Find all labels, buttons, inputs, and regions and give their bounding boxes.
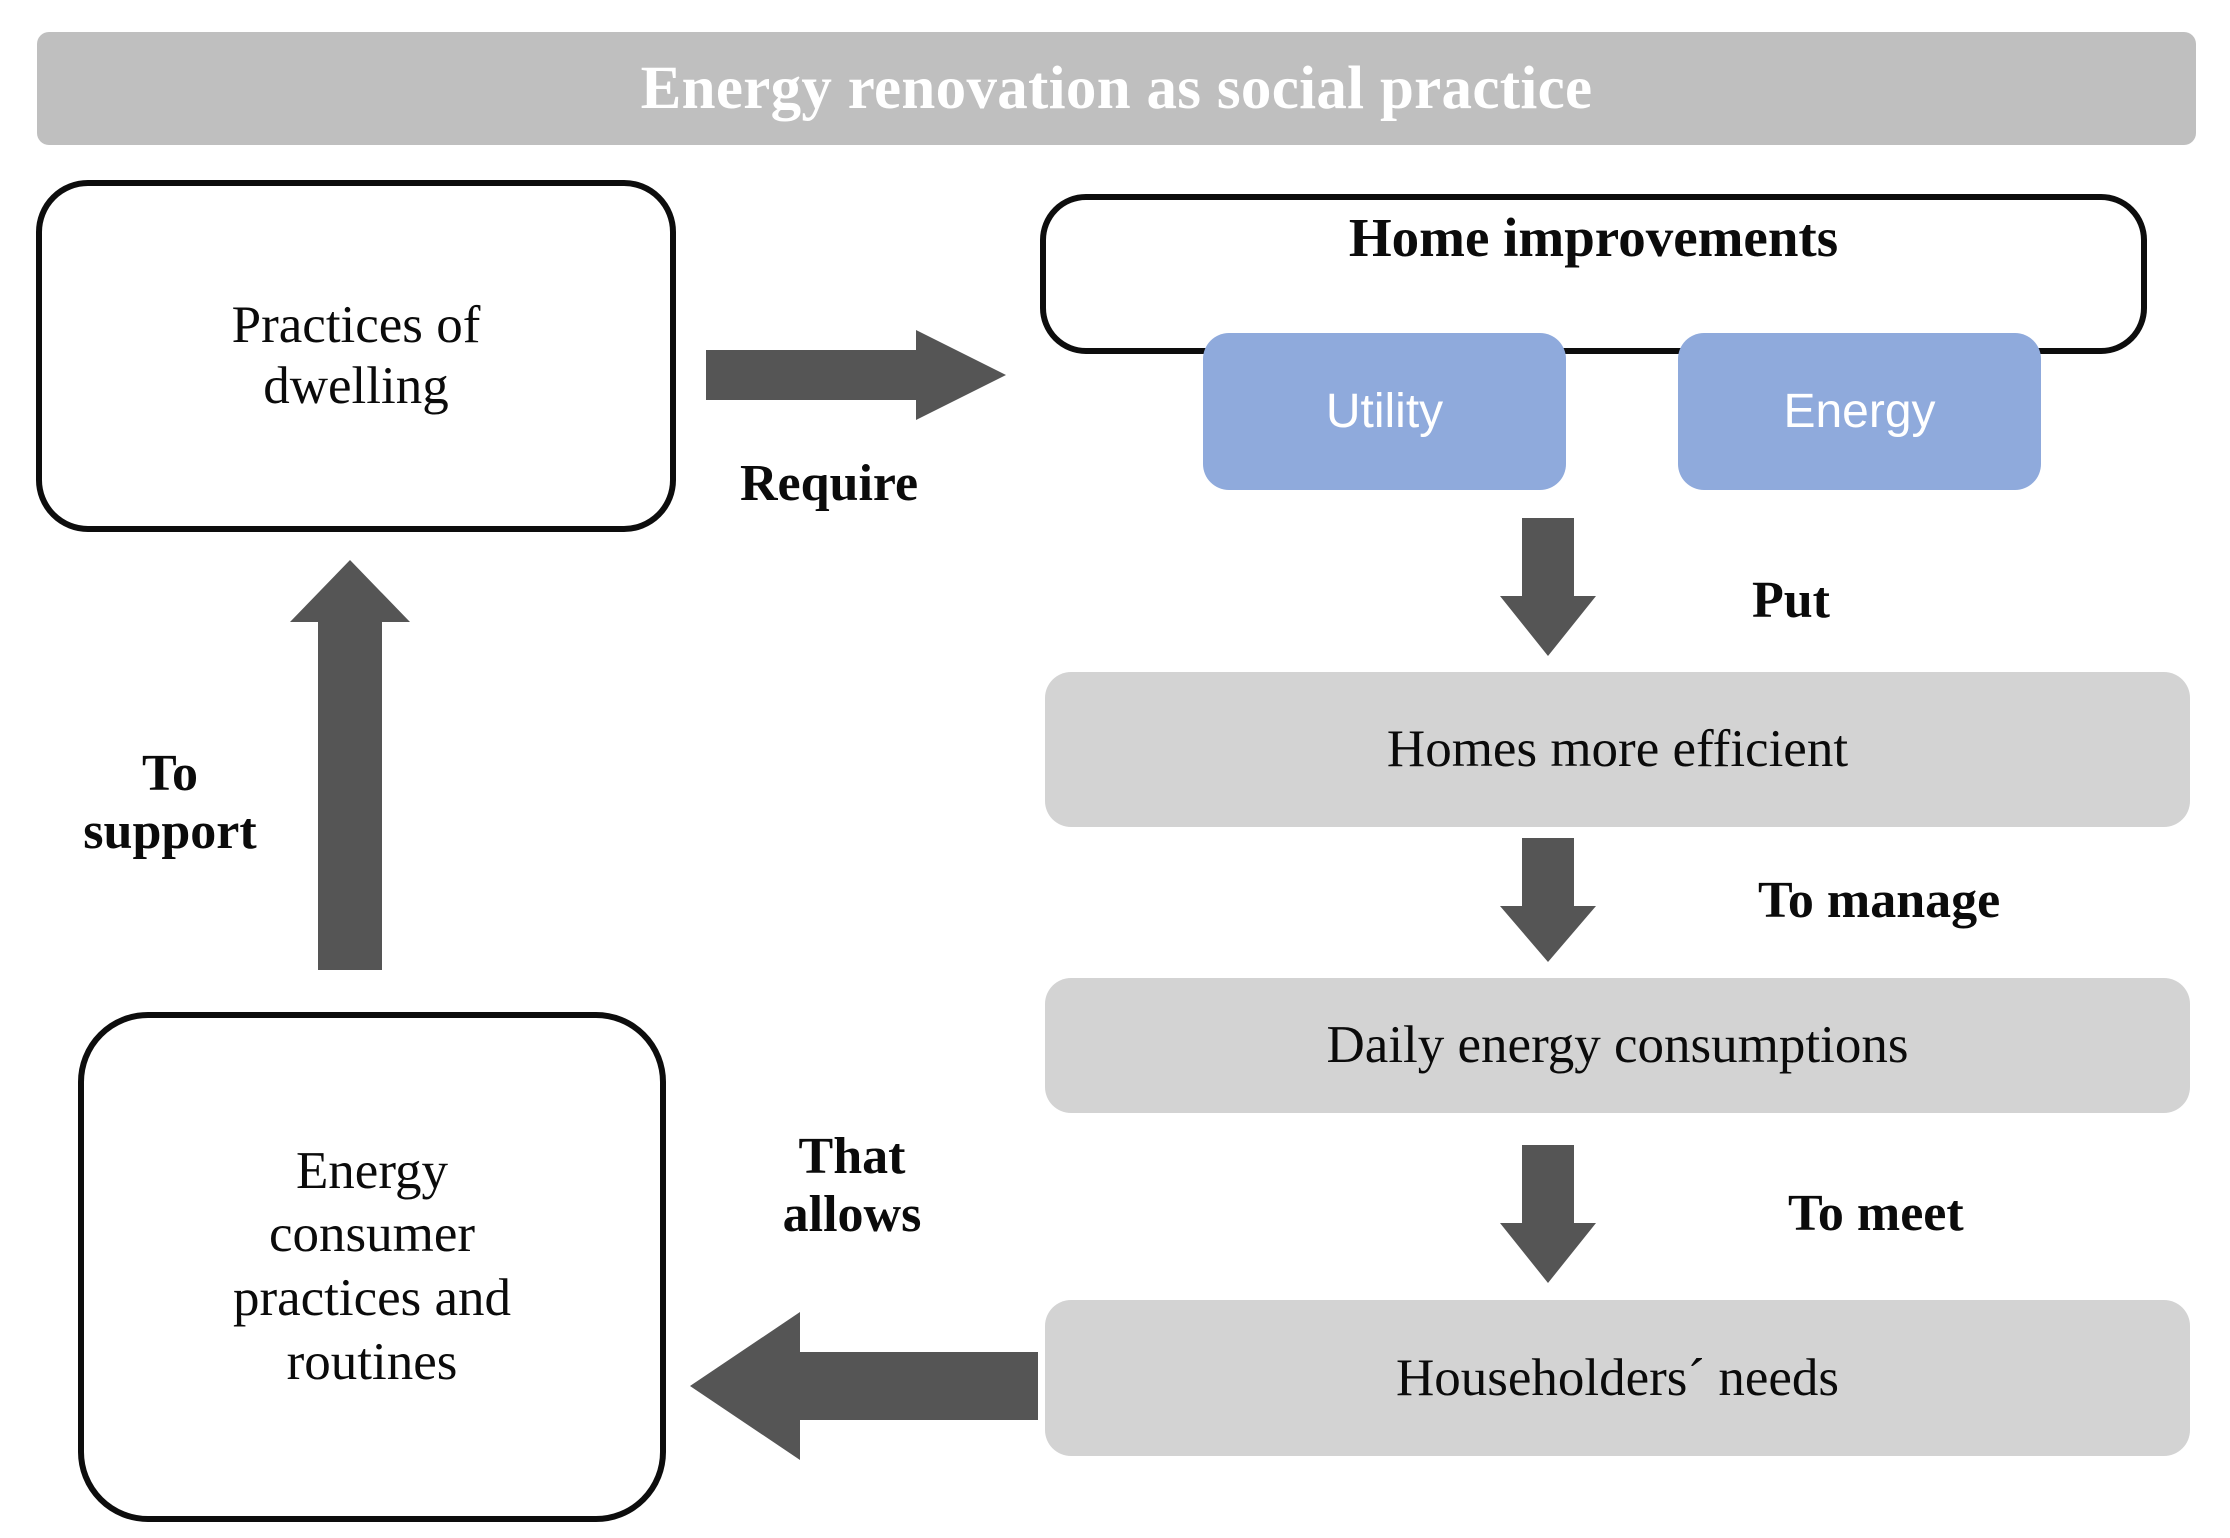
arrow-that-allows [690, 1312, 1038, 1460]
diagram-title-banner: Energy renovation as social practice [37, 32, 2196, 145]
node-daily-energy-consumptions: Daily energy consumptions [1045, 978, 2190, 1113]
chip-energy-label: Energy [1783, 384, 1936, 438]
connector-label-to-support: To support [83, 745, 257, 861]
chip-utility-label: Utility [1325, 384, 1444, 438]
node-home-improvements [1040, 194, 2147, 354]
node-practices-of-dwelling-label: Practices of dwelling [231, 296, 481, 415]
node-home-improvements-title: Home improvements [1348, 207, 1839, 268]
connector-label-put: Put [1752, 572, 1830, 629]
node-daily-energy-consumptions-label: Daily energy consumptions [1326, 1016, 1909, 1075]
arrow-put [1500, 518, 1596, 656]
connector-label-require: Require [740, 455, 919, 512]
connector-label-to-manage: To manage [1758, 872, 2001, 929]
connector-label-that-allows: That allows [782, 1128, 922, 1244]
node-homes-more-efficient: Homes more efficient [1045, 672, 2190, 827]
node-energy-consumer-practices-label: Energy consumer practices and routines [232, 1141, 512, 1391]
node-homes-more-efficient-label: Homes more efficient [1386, 720, 1849, 779]
node-householders-needs-label: Householders´ needs [1395, 1348, 1840, 1407]
arrow-require [706, 330, 1006, 420]
node-householders-needs: Householders´ needs [1045, 1300, 2190, 1456]
arrow-to-meet [1500, 1145, 1596, 1283]
node-energy-consumer-practices: Energy consumer practices and routines [78, 1012, 666, 1522]
chip-utility[interactable]: Utility [1203, 333, 1566, 490]
node-practices-of-dwelling: Practices of dwelling [36, 180, 676, 532]
chip-energy[interactable]: Energy [1678, 333, 2041, 490]
arrow-to-manage [1500, 838, 1596, 962]
connector-label-to-meet: To meet [1788, 1185, 1964, 1242]
page-title: Energy renovation as social practice [640, 55, 1593, 122]
arrow-to-support [290, 560, 410, 970]
